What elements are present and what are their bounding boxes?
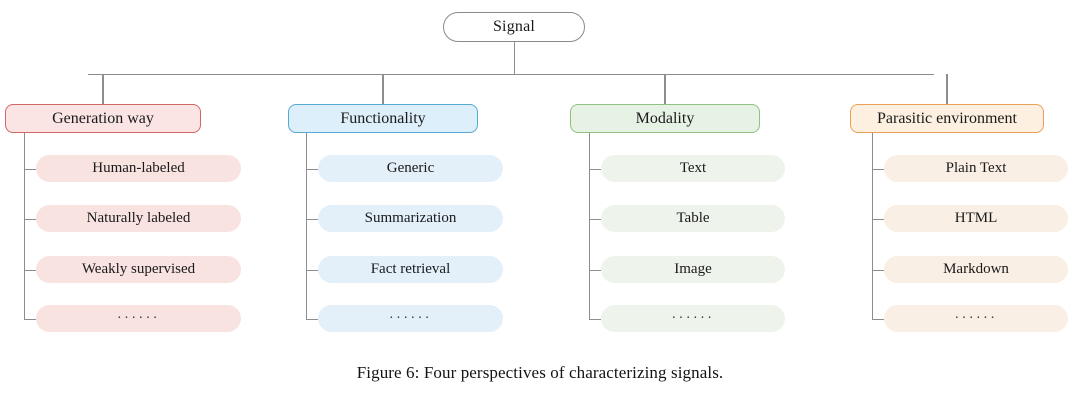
leaf-item[interactable]: Text <box>601 155 785 182</box>
leaf-item-ellipsis[interactable]: ······ <box>884 305 1068 332</box>
leaf-stub-connector <box>306 269 318 271</box>
leaf-stub-connector <box>306 218 318 220</box>
category-drop-connector <box>102 74 104 104</box>
leaf-stub-connector <box>306 168 318 170</box>
category-spine-connector <box>872 133 874 319</box>
category-drop-connector <box>946 74 948 104</box>
leaf-stub-connector <box>589 218 601 220</box>
leaf-stub-connector <box>589 168 601 170</box>
leaf-stub-connector <box>24 318 36 320</box>
category-spine-connector <box>589 133 591 319</box>
category-drop-connector <box>382 74 384 104</box>
category-spine-connector <box>24 133 26 319</box>
category-spine-connector <box>306 133 308 319</box>
leaf-stub-connector <box>24 218 36 220</box>
leaf-item[interactable]: HTML <box>884 205 1068 232</box>
root-stem-connector <box>513 42 515 74</box>
leaf-item[interactable]: Fact retrieval <box>318 256 503 283</box>
leaf-stub-connector <box>872 318 884 320</box>
leaf-item[interactable]: Image <box>601 256 785 283</box>
leaf-stub-connector <box>589 318 601 320</box>
category-drop-connector <box>664 74 666 104</box>
horizontal-bus-connector <box>88 73 934 75</box>
leaf-item[interactable]: Summarization <box>318 205 503 232</box>
category-header[interactable]: Generation way <box>5 104 201 133</box>
leaf-item[interactable]: Plain Text <box>884 155 1068 182</box>
leaf-stub-connector <box>872 218 884 220</box>
leaf-stub-connector <box>872 269 884 271</box>
leaf-stub-connector <box>306 318 318 320</box>
root-node-signal: Signal <box>443 12 585 42</box>
leaf-item-ellipsis[interactable]: ······ <box>36 305 241 332</box>
leaf-stub-connector <box>24 269 36 271</box>
category-header[interactable]: Parasitic environment <box>850 104 1044 133</box>
category-header[interactable]: Functionality <box>288 104 478 133</box>
category-header[interactable]: Modality <box>570 104 760 133</box>
leaf-item[interactable]: Table <box>601 205 785 232</box>
leaf-item[interactable]: Weakly supervised <box>36 256 241 283</box>
leaf-item[interactable]: Generic <box>318 155 503 182</box>
figure-caption: Figure 6: Four perspectives of character… <box>356 363 724 382</box>
leaf-stub-connector <box>24 168 36 170</box>
leaf-item-ellipsis[interactable]: ······ <box>601 305 785 332</box>
leaf-item-ellipsis[interactable]: ······ <box>318 305 503 332</box>
leaf-stub-connector <box>589 269 601 271</box>
leaf-item[interactable]: Naturally labeled <box>36 205 241 232</box>
leaf-stub-connector <box>872 168 884 170</box>
leaf-item[interactable]: Markdown <box>884 256 1068 283</box>
leaf-item[interactable]: Human-labeled <box>36 155 241 182</box>
